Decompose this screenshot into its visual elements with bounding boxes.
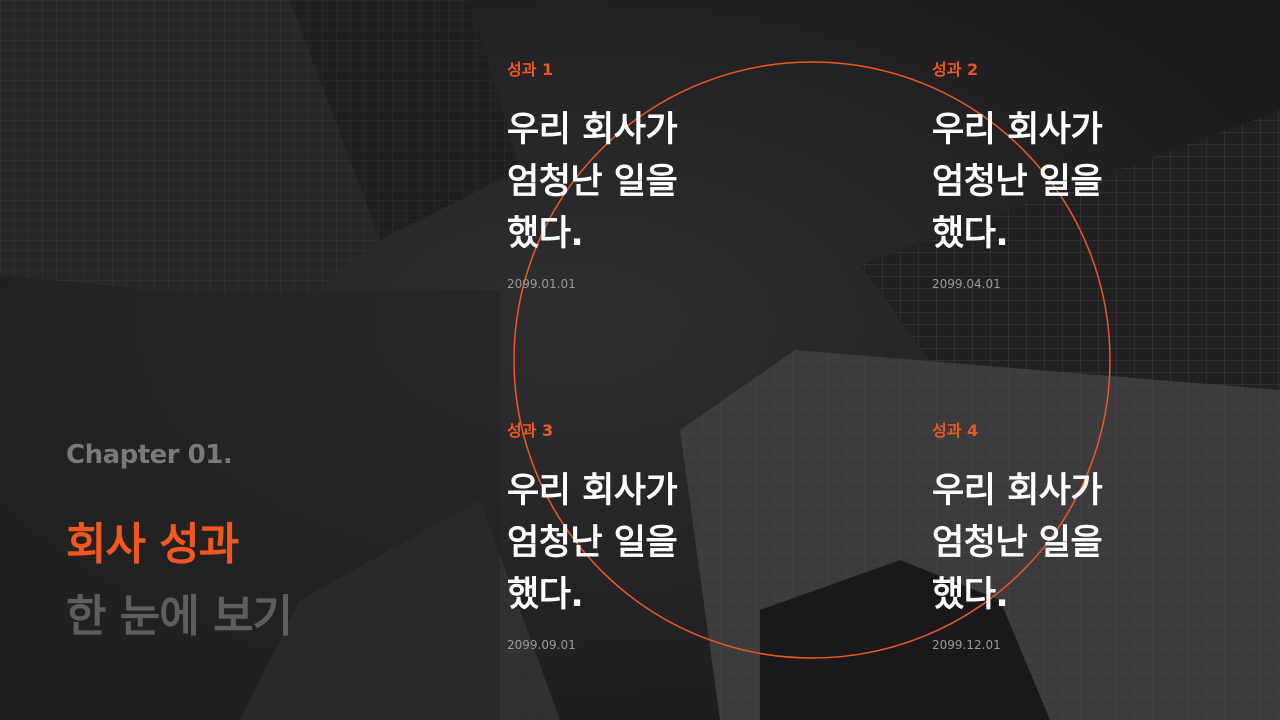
- achievement-card-2: 성과 2 우리 회사가 엄청난 일을 했다. 2099.04.01: [932, 60, 1172, 292]
- chapter-label: Chapter 01.: [66, 440, 233, 470]
- achievement-card-3: 성과 3 우리 회사가 엄청난 일을 했다. 2099.09.01: [507, 421, 747, 653]
- card-label: 성과 1: [507, 60, 554, 79]
- card-label: 성과 3: [507, 421, 554, 440]
- card-text: 우리 회사가 엄청난 일을 했다.: [507, 471, 678, 615]
- achievement-card-4: 성과 4 우리 회사가 엄청난 일을 했다. 2099.12.01: [932, 421, 1172, 653]
- card-date: 2099.12.01: [932, 638, 1001, 652]
- card-date: 2099.04.01: [932, 277, 1001, 291]
- card-date: 2099.09.01: [507, 638, 576, 652]
- card-text: 우리 회사가 엄청난 일을 했다.: [932, 471, 1103, 615]
- card-label: 성과 4: [932, 421, 979, 440]
- card-date: 2099.01.01: [507, 277, 576, 291]
- achievement-card-1: 성과 1 우리 회사가 엄청난 일을 했다. 2099.01.01: [507, 60, 747, 292]
- card-text: 우리 회사가 엄청난 일을 했다.: [507, 110, 678, 254]
- page-subtitle: 한 눈에 보기: [66, 591, 293, 642]
- card-text: 우리 회사가 엄청난 일을 했다.: [932, 110, 1103, 254]
- page-title: 회사 성과: [66, 519, 239, 570]
- highlight-circle: [513, 61, 1111, 659]
- card-label: 성과 2: [932, 60, 979, 79]
